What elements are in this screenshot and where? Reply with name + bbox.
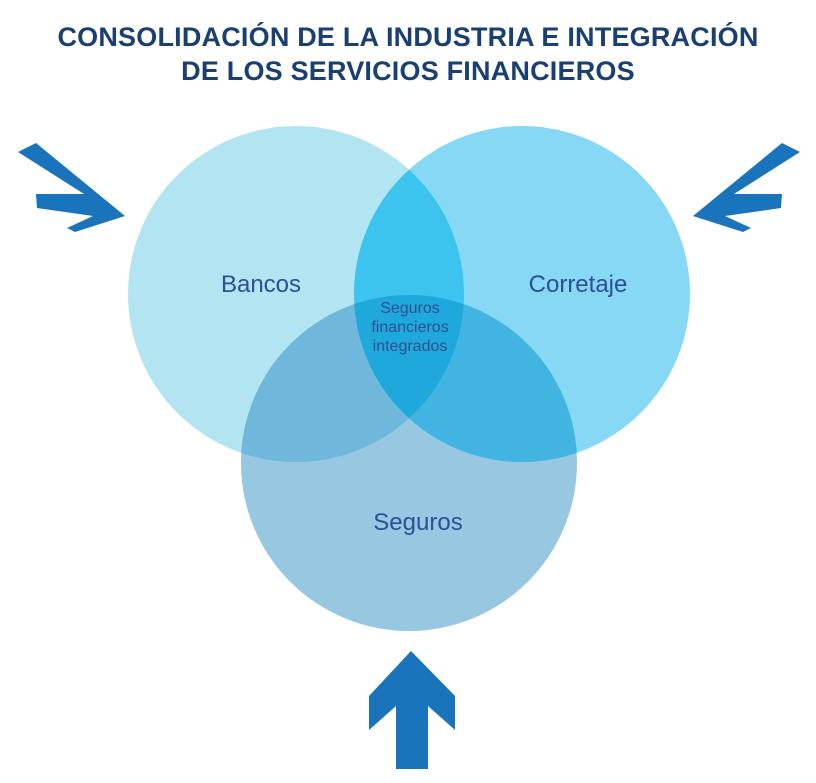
arrow-icon bbox=[18, 143, 125, 232]
overlap-corretaje-seguros bbox=[354, 295, 577, 462]
page-title: CONSOLIDACIÓN DE LA INDUSTRIA E INTEGRAC… bbox=[0, 20, 816, 88]
center-line-2: financieros bbox=[371, 319, 449, 336]
label-seguros-financieros-integrados: Seguros financieros integrados bbox=[350, 299, 470, 356]
center-line-1: Seguros bbox=[380, 300, 440, 317]
label-bancos: Bancos bbox=[220, 271, 302, 298]
title-line-2: DE LOS SERVICIOS FINANCIEROS bbox=[181, 56, 635, 86]
center-line-3: integrados bbox=[372, 338, 448, 355]
label-corretaje: Corretaje bbox=[528, 271, 628, 298]
title-line-1: CONSOLIDACIÓN DE LA INDUSTRIA E INTEGRAC… bbox=[57, 22, 759, 52]
overlap-bancos-seguros bbox=[241, 295, 464, 462]
arrow-icon bbox=[693, 143, 800, 232]
label-seguros: Seguros bbox=[373, 509, 463, 536]
arrow-icon bbox=[369, 651, 455, 769]
